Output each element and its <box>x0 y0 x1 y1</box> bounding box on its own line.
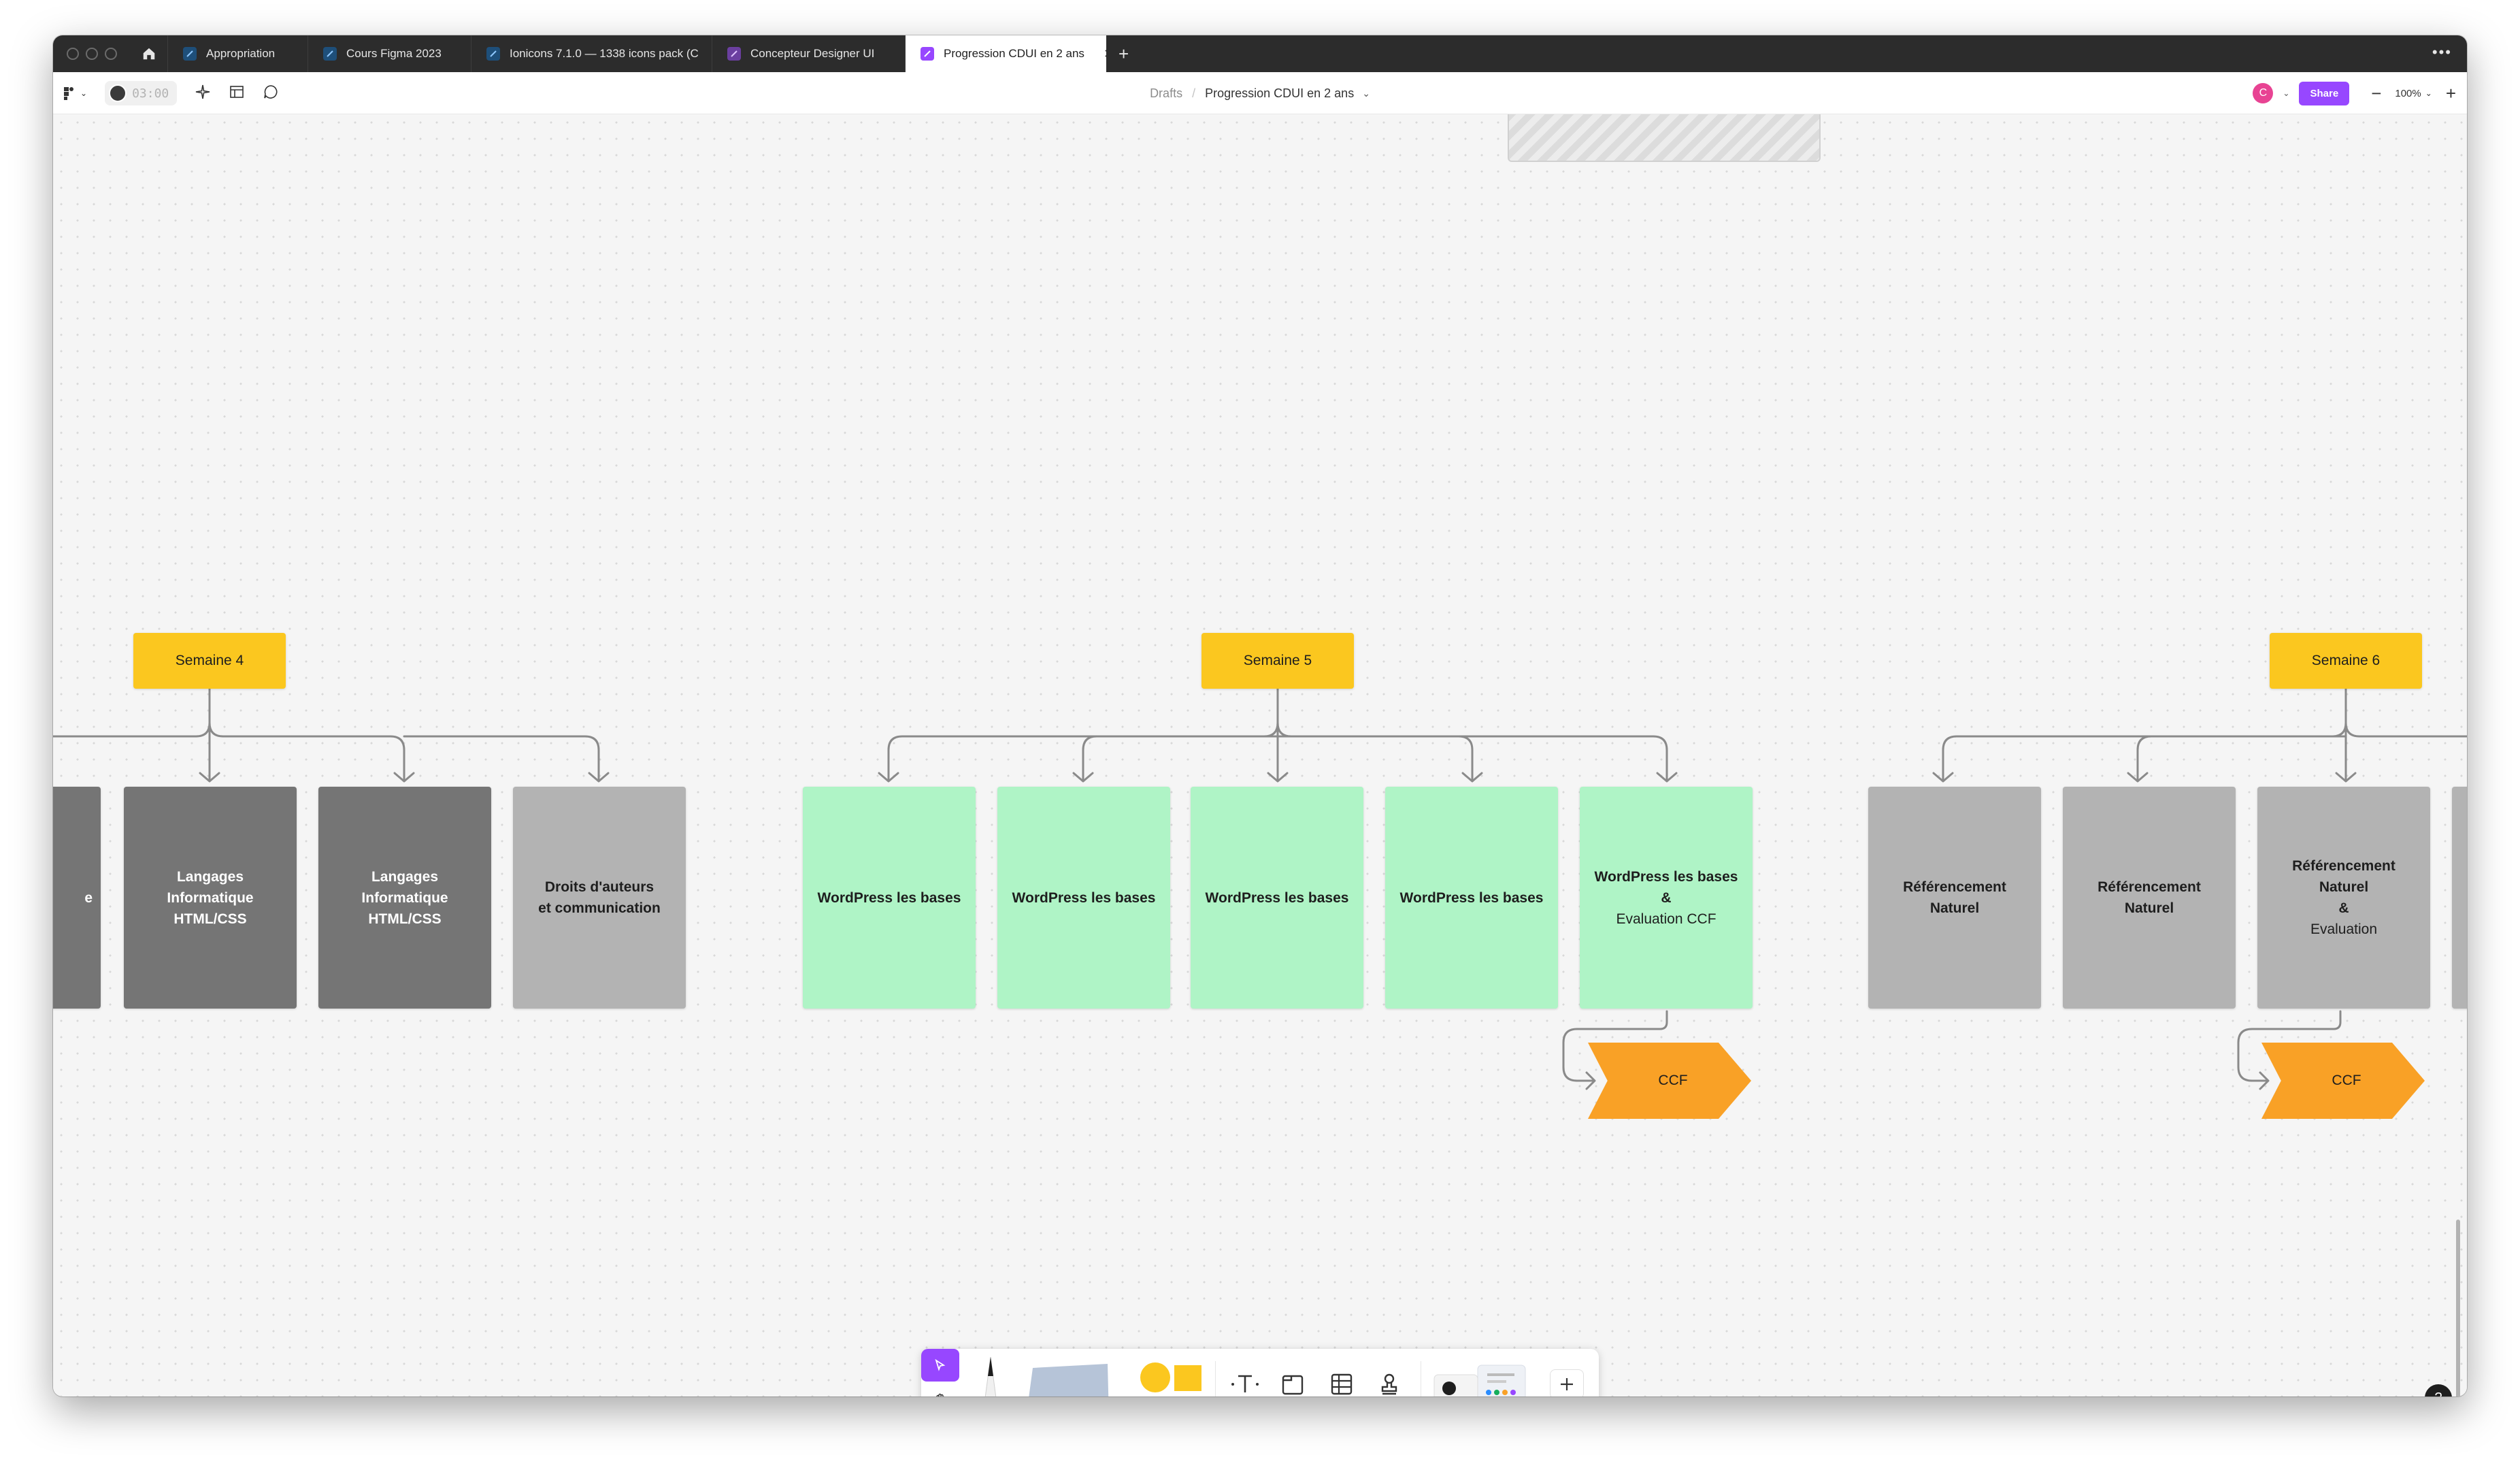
timer[interactable]: 03:00 <box>105 81 178 105</box>
divider <box>1215 1361 1216 1396</box>
file-toolbar: ⌄ 03:00 Drafts / Progression CDUI en 2 a… <box>53 72 2467 114</box>
tab-concepteur[interactable]: Concepteur Designer UI <box>712 35 905 72</box>
shape-tool[interactable] <box>1135 1361 1203 1396</box>
course-card[interactable]: Droits d'auteurs et communication <box>513 787 686 1009</box>
stamp-tool[interactable] <box>1369 1368 1410 1396</box>
card-title: Référencement Naturel & <box>2292 858 2395 916</box>
figma-file-icon <box>727 47 741 61</box>
ai-sparkle-icon[interactable] <box>195 84 211 103</box>
chevron-down-icon[interactable]: ⌄ <box>2283 88 2290 98</box>
new-tab-icon[interactable]: + <box>1118 43 1129 64</box>
chevron-down-icon[interactable]: ⌄ <box>1362 87 1370 99</box>
ccf-chevron[interactable]: CCF <box>1588 1043 1751 1119</box>
zoom-window-icon[interactable] <box>105 48 117 60</box>
tab-bar: Appropriation Cours Figma 2023 Ionicons … <box>53 35 2467 72</box>
course-card-partial[interactable] <box>2452 787 2467 1009</box>
week-label-5[interactable]: Semaine 5 <box>1201 633 1354 689</box>
course-card[interactable]: WordPress les bases <box>1385 787 1558 1009</box>
text-tool[interactable] <box>1225 1368 1265 1396</box>
course-card[interactable]: Référencement Naturel <box>2063 787 2236 1009</box>
timer-value: 03:00 <box>132 86 169 101</box>
tab-label: Cours Figma 2023 <box>346 47 442 60</box>
course-card[interactable]: WordPress les bases <box>803 787 976 1009</box>
user-avatar[interactable]: C <box>2253 83 2274 103</box>
course-card[interactable]: WordPress les bases <box>1191 787 1363 1009</box>
figjam-file-icon <box>323 47 337 61</box>
card-subtitle: Evaluation CCF <box>1616 911 1717 927</box>
course-card[interactable]: Langages Informatique HTML/CSS <box>124 787 297 1009</box>
course-card[interactable]: e <box>53 787 101 1009</box>
zoom-level[interactable]: 100% <box>2395 87 2421 99</box>
comment-icon[interactable] <box>263 84 279 103</box>
ccf-chevron[interactable]: CCF <box>2261 1043 2425 1119</box>
tab-progression[interactable]: Progression CDUI en 2 ans ✕ <box>905 35 1106 72</box>
course-card[interactable]: WordPress les bases <box>997 787 1170 1009</box>
connectors <box>53 686 2467 1090</box>
home-icon[interactable] <box>131 35 167 72</box>
more-tools[interactable] <box>1550 1369 1584 1396</box>
zoom-out-icon[interactable]: − <box>2371 82 2382 103</box>
widgets-tool[interactable] <box>1430 1358 1532 1396</box>
card-subtitle: Evaluation <box>2310 921 2378 937</box>
tab-cours-figma[interactable]: Cours Figma 2023 <box>308 35 471 72</box>
layout-icon[interactable] <box>229 84 245 103</box>
app-window: Appropriation Cours Figma 2023 Ionicons … <box>53 35 2467 1396</box>
vertical-scrollbar[interactable] <box>2456 1220 2460 1396</box>
figjam-file-icon <box>921 47 934 61</box>
course-card[interactable]: Langages Informatique HTML/CSS <box>318 787 491 1009</box>
sticky-note-tool[interactable] <box>1023 1361 1112 1396</box>
close-tab-icon[interactable]: ✕ <box>1104 47 1106 61</box>
figjam-file-icon <box>486 47 500 61</box>
breadcrumb: Drafts / Progression CDUI en 2 ans ⌄ <box>53 72 2467 114</box>
course-card[interactable]: WordPress les bases & Evaluation CCF <box>1580 787 1753 1009</box>
tab-label: Appropriation <box>206 47 276 60</box>
breadcrumb-separator: / <box>1192 86 1196 100</box>
week-label-6[interactable]: Semaine 6 <box>2270 633 2422 689</box>
section-tool[interactable] <box>1272 1368 1313 1396</box>
tab-appropriation[interactable]: Appropriation <box>167 35 308 72</box>
breadcrumb-drafts[interactable]: Drafts <box>1150 86 1183 100</box>
file-name[interactable]: Progression CDUI en 2 ans <box>1205 86 1355 100</box>
frame-placeholder[interactable] <box>1508 114 1821 162</box>
table-tool[interactable] <box>1321 1368 1362 1396</box>
course-card[interactable]: Référencement Naturel & Evaluation <box>2257 787 2430 1009</box>
tab-label: Concepteur Designer UI <box>750 47 875 60</box>
zoom-in-icon[interactable]: + <box>2445 82 2456 103</box>
avatar <box>109 84 127 102</box>
card-title: WordPress les bases & <box>1594 868 1738 906</box>
share-button[interactable]: Share <box>2299 81 2350 105</box>
zoom-controls: − 100% ⌄ + <box>2371 83 2456 104</box>
tab-label: Ionicons 7.1.0 — 1338 icons pack (C <box>510 47 699 60</box>
minimize-window-icon[interactable] <box>86 48 98 60</box>
move-tool[interactable] <box>921 1349 959 1382</box>
close-window-icon[interactable] <box>67 48 79 60</box>
more-icon[interactable]: ••• <box>2432 44 2452 61</box>
main-menu-icon[interactable]: ⌄ <box>63 86 87 101</box>
hand-tool[interactable] <box>921 1384 959 1396</box>
help-button[interactable]: ? <box>2425 1384 2452 1396</box>
chevron-down-icon[interactable]: ⌄ <box>2425 88 2432 98</box>
figjam-file-icon <box>183 47 197 61</box>
pen-tool[interactable] <box>966 1354 1015 1396</box>
tab-ionicons[interactable]: Ionicons 7.1.0 — 1338 icons pack (C <box>471 35 712 72</box>
canvas[interactable]: Semaine 4 Semaine 5 Semaine 6 e Langages… <box>53 114 2467 1396</box>
tool-dock <box>921 1349 1599 1396</box>
course-card[interactable]: Référencement Naturel <box>1868 787 2041 1009</box>
week-label-4[interactable]: Semaine 4 <box>133 633 286 689</box>
tab-label: Progression CDUI en 2 ans <box>944 47 1084 60</box>
window-controls <box>67 48 117 60</box>
